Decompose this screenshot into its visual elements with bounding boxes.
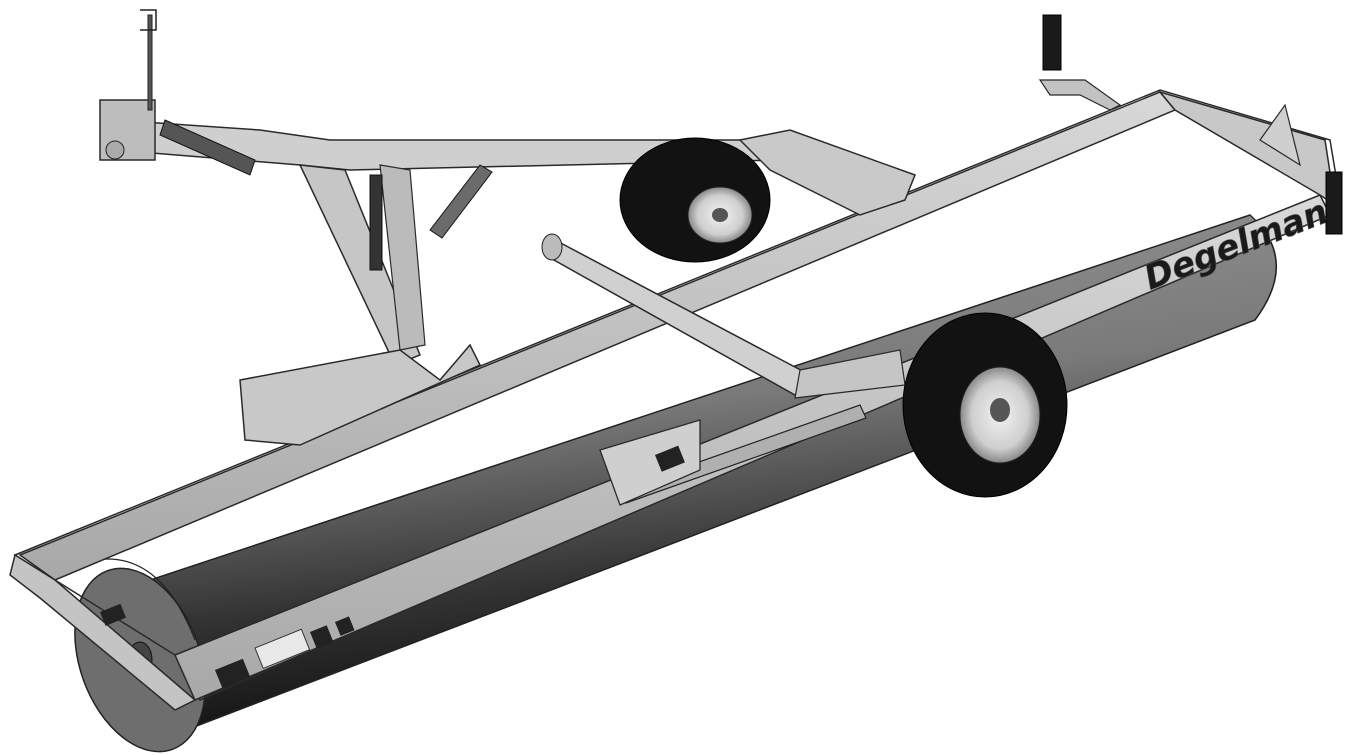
wheel-axle-bar xyxy=(541,233,906,506)
safety-decals xyxy=(100,445,685,689)
transport-wheel-front xyxy=(902,312,1068,498)
tongue-frame xyxy=(114,79,1122,446)
transport-wheel-rear xyxy=(619,137,771,263)
hitch xyxy=(99,9,157,161)
rear-lights xyxy=(1042,14,1343,235)
